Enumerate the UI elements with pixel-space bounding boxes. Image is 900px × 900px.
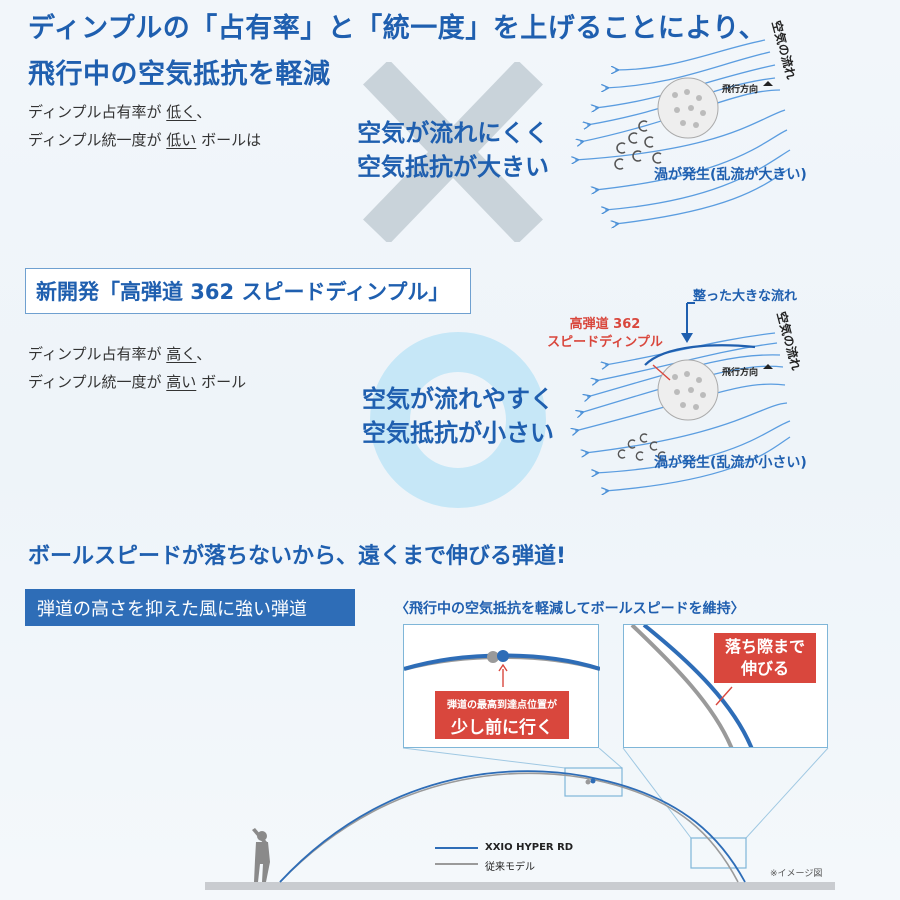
trajectory-diagram — [205, 748, 835, 890]
trajectory-banner: 弾道の高さを抑えた風に強い弾道 — [25, 589, 355, 626]
good-ball-description: ディンプル占有率が 高く、 ディンプル統一度が 高い ボール — [28, 345, 247, 391]
fall-zoom-panel: 落ち際まで 伸びる — [623, 624, 828, 748]
speed-dimple-label: 高弾道 362 スピードディンプル — [547, 317, 663, 350]
smooth-flow-diagram: 飛行方向 空気の流れ — [565, 302, 804, 505]
trajectory-headline: ボールスピードが落ちないから、遠くまで伸びる弾道! — [28, 544, 567, 569]
air-flow-label-2: 空気の流れ — [774, 310, 804, 372]
legend-new-model: XXIO HYPER RD — [485, 842, 574, 853]
bad-ball-description: ディンプル占有率が 低く、 ディンプル統一度が 低い ボールは — [28, 103, 262, 149]
fall-curves — [630, 625, 754, 747]
high-uniformity-text: 高い — [166, 373, 197, 391]
big-flow-label: 整った大きな流れ — [693, 289, 798, 304]
panel-caption: 〈飛行中の空気抵抗を軽減してボールスピードを維持〉 — [395, 601, 745, 617]
new-dimple-title-box: 新開発「高弾道 362 スピードディンプル」 — [25, 268, 471, 314]
bad-vortex-label: 渦が発生(乱流が大きい) — [654, 167, 807, 183]
image-note: ※イメージ図 — [770, 869, 823, 879]
apex-red-label: 弾道の最高到達点位置が 少し前に行く — [435, 691, 569, 739]
main-headline: ディンプルの「占有率」と「統一度」を上げることにより、 飛行中の空気抵抗を軽減 — [28, 8, 766, 96]
circle-mark-icon — [370, 332, 546, 508]
good-vortex-label: 渦が発生(乱流が小さい) — [654, 455, 807, 471]
low-uniformity-text: 低い — [166, 131, 197, 149]
turbulent-flow-diagram: 飛行方向 空気の流れ — [565, 19, 799, 232]
headline-line-2: 飛行中の空気抵抗を軽減 — [28, 59, 331, 90]
high-occupancy-text: 高く — [166, 345, 197, 363]
headline-line-1: ディンプルの「占有率」と「統一度」を上げることにより、 — [28, 13, 767, 44]
golfer-icon — [252, 828, 270, 882]
air-flow-label: 空気の流れ — [769, 19, 799, 81]
good-center-text: 空気が流れやすく 空気抵抗が小さい — [362, 385, 554, 447]
direction-label-2: 飛行方向 — [721, 366, 758, 378]
cross-mark-icon — [363, 62, 543, 242]
bad-center-text: 空気が流れにくく 空気抵抗が大きい — [357, 119, 549, 181]
low-occupancy-text: 低く — [166, 103, 197, 121]
fall-red-label: 落ち際まで 伸びる — [714, 633, 816, 683]
legend-old-model: 従来モデル — [485, 862, 535, 873]
apex-curves — [404, 650, 600, 687]
direction-label: 飛行方向 — [721, 83, 758, 95]
apex-zoom-panel: 弾道の最高到達点位置が 少し前に行く — [403, 624, 600, 748]
